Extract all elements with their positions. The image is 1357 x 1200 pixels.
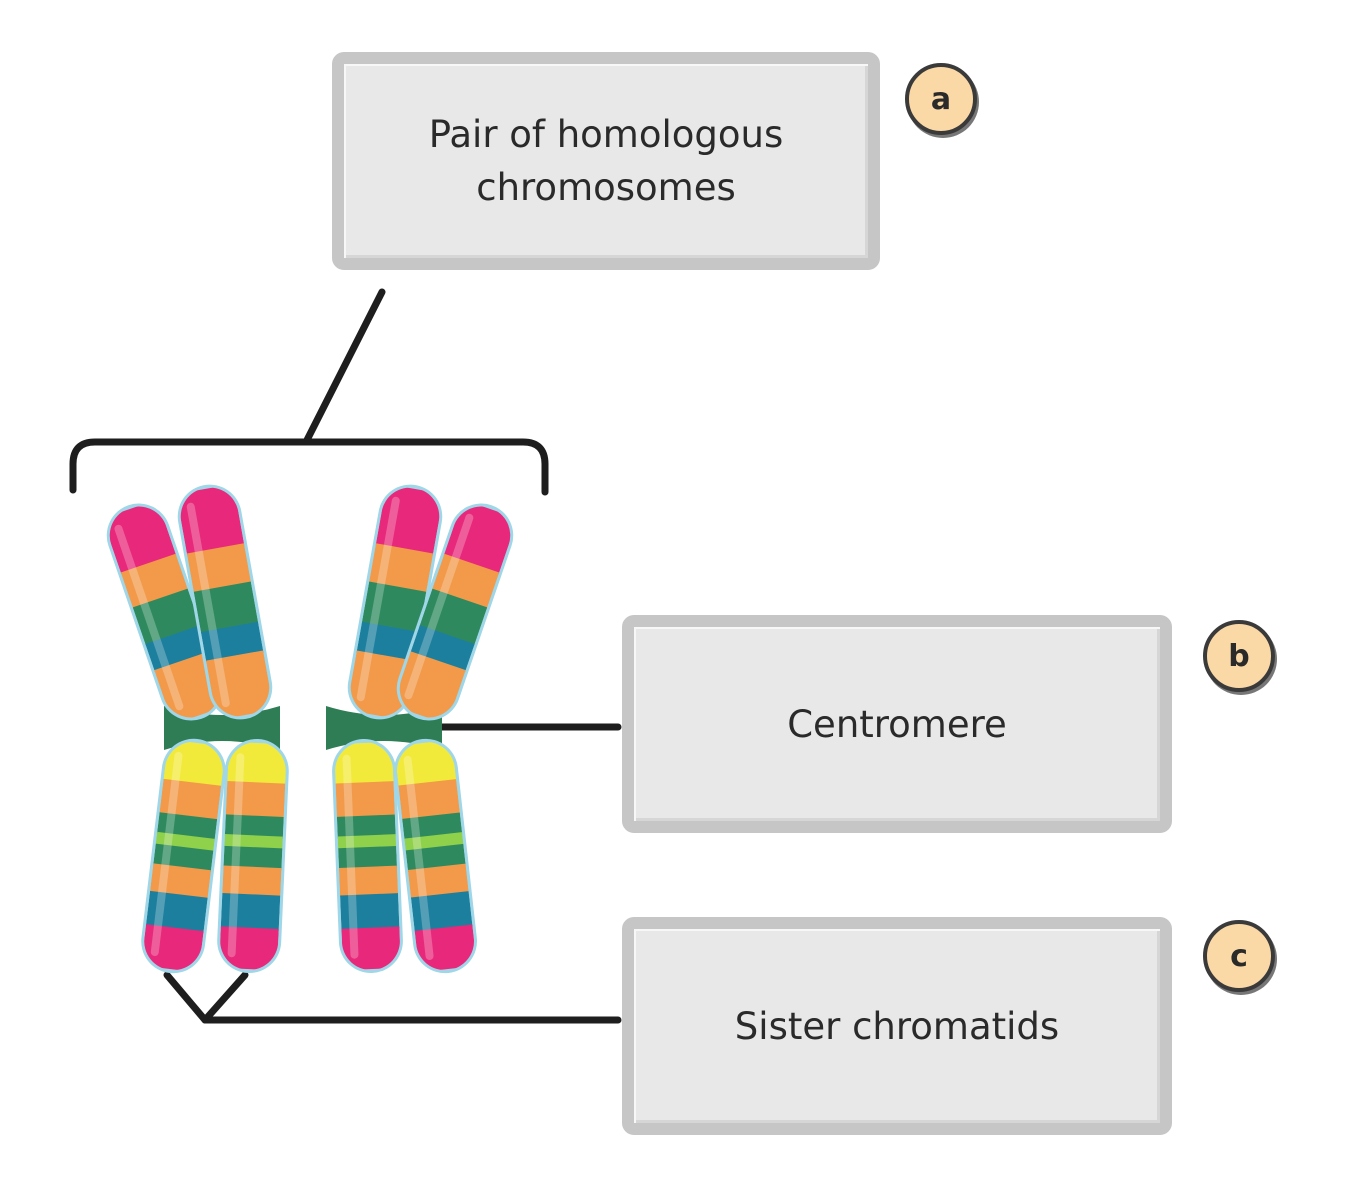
- chromatid-4-upper-arm: [392, 499, 518, 725]
- chromosome-band: [407, 863, 469, 900]
- chromosome-band: [223, 845, 283, 871]
- chromosome-band: [340, 893, 400, 931]
- centromere-right: [326, 706, 442, 750]
- chromatid-3-lower-arm: [332, 738, 403, 974]
- chromosome-band: [159, 778, 222, 822]
- chromatid-highlight: [150, 751, 183, 957]
- homolog-pair-bracket: [69, 438, 549, 496]
- chromosome-band: [141, 924, 204, 973]
- label-text-homologous-pair: Pair of homologous chromosomes: [429, 108, 784, 214]
- chromosome-band: [163, 739, 226, 788]
- chromosome-band: [145, 890, 208, 934]
- chromosome-band: [375, 483, 444, 556]
- chromosome-band: [338, 845, 397, 870]
- chromatid-2-upper-arm: [176, 483, 274, 721]
- chromosome-band: [145, 625, 210, 673]
- chromatid-highlight: [404, 513, 474, 700]
- chromosome-band: [338, 865, 399, 898]
- chromosome-band: [405, 843, 466, 872]
- label-text-sister-chromatids: Sister chromatids: [734, 1004, 1060, 1048]
- marker-b: b: [1203, 620, 1275, 692]
- chromatid-highlight: [186, 502, 230, 708]
- label-line: Pair of homologous: [428, 113, 784, 156]
- label-box-sister-chromatids[interactable]: Sister chromatids: [622, 917, 1172, 1135]
- chromosome-band: [200, 621, 264, 663]
- chromatid-1-upper-arm: [102, 499, 228, 725]
- chromosome-band: [206, 650, 274, 721]
- chromatid-2-lower-arm: [217, 738, 289, 974]
- chromosome-band: [337, 834, 397, 851]
- chromosome-band: [336, 814, 396, 839]
- label-box-centromere[interactable]: Centromere: [622, 615, 1172, 833]
- chromatid-highlight: [342, 754, 359, 959]
- chromosome-band: [368, 543, 434, 594]
- chromosome-band: [149, 863, 211, 900]
- chromosome-band: [394, 739, 457, 788]
- label-box-homologous-pair[interactable]: Pair of homologous chromosomes: [332, 52, 880, 270]
- chromosome-band: [156, 812, 218, 841]
- chromosome-band: [410, 891, 473, 933]
- chromosome-band: [398, 779, 461, 821]
- chromosome-pair: [102, 483, 518, 974]
- chromosome-band: [225, 781, 286, 819]
- marker-c: c: [1203, 920, 1275, 992]
- chromosome-band: [227, 741, 288, 786]
- chromosome-band: [218, 926, 279, 971]
- chromosome-band: [186, 543, 252, 594]
- chromosome-band: [335, 781, 395, 819]
- chromatid-4-lower-arm: [393, 738, 478, 974]
- label-line: chromosomes: [476, 166, 736, 209]
- chromosome-band: [410, 625, 475, 673]
- chromatid-1-lower-arm: [141, 738, 226, 974]
- chromosome-band: [414, 924, 477, 973]
- chromosome-band: [153, 843, 214, 873]
- leader-line-a: [302, 288, 386, 446]
- chromosome-band: [402, 812, 463, 841]
- chromatid-highlight: [114, 524, 184, 711]
- chromosome-band: [443, 499, 518, 575]
- chromatid-highlight: [356, 496, 400, 702]
- marker-a: a: [905, 63, 977, 135]
- chromatid-highlight: [227, 753, 245, 958]
- chromosome-band: [224, 814, 284, 839]
- chromosome-band: [333, 741, 394, 786]
- chromosome-band: [341, 926, 402, 971]
- chromosome-band: [102, 499, 177, 575]
- chromosome-band: [392, 651, 466, 725]
- chromosome-band: [361, 581, 427, 634]
- chromatid-highlight: [403, 755, 434, 960]
- chromosome-band: [224, 834, 283, 851]
- label-text-centromere: Centromere: [787, 702, 1007, 746]
- chromosome-band: [193, 581, 259, 634]
- chromosome-band: [356, 621, 420, 663]
- chromosome-band: [220, 893, 281, 931]
- chromosome-band: [176, 483, 245, 556]
- chromatid-3-upper-arm: [346, 483, 444, 721]
- chromosome-band: [346, 650, 414, 721]
- leader-line-c: [163, 971, 249, 1024]
- chromosome-band: [222, 865, 282, 898]
